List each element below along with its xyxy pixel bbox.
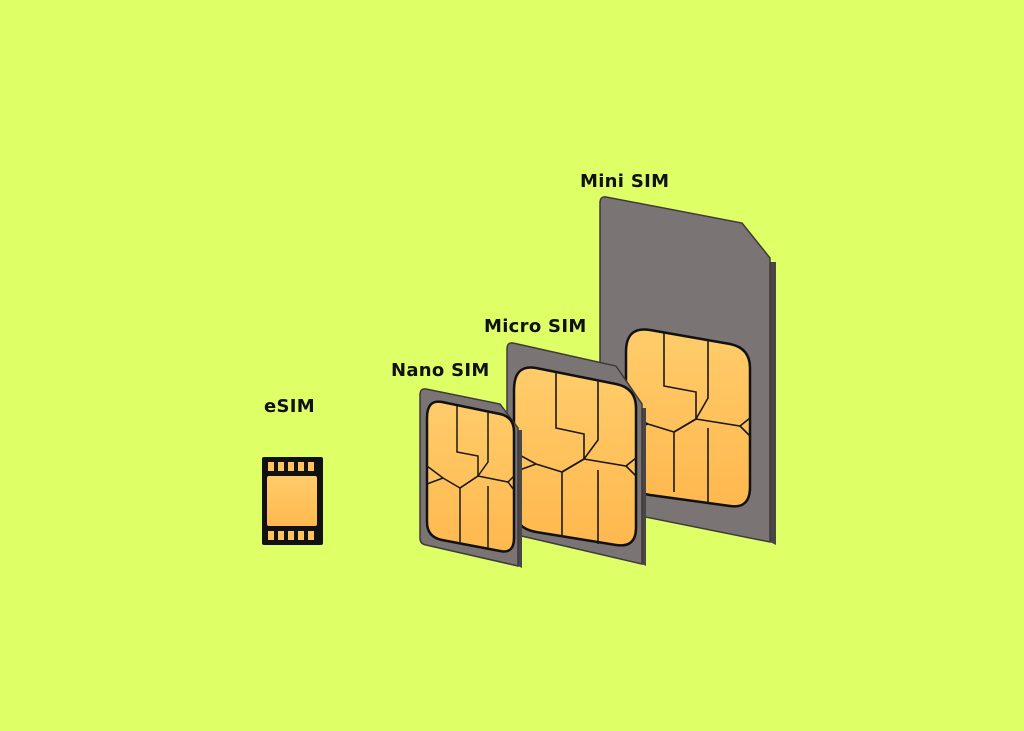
esim-chip [262,457,323,545]
esim-bottom-pins [268,531,314,540]
nano-sim-chip [425,400,516,553]
esim-top-pins [268,462,314,471]
micro-sim-chip [512,366,638,547]
esim-label: eSIM [264,396,315,417]
mini-sim-label: Mini SIM [580,171,670,192]
mini-sim-chip [624,328,752,508]
micro-sim-card [506,342,646,566]
micro-sim-label: Micro SIM [484,316,587,337]
esim-die [267,476,317,526]
nano-sim-label: Nano SIM [391,360,490,381]
nano-sim-card [419,388,522,568]
